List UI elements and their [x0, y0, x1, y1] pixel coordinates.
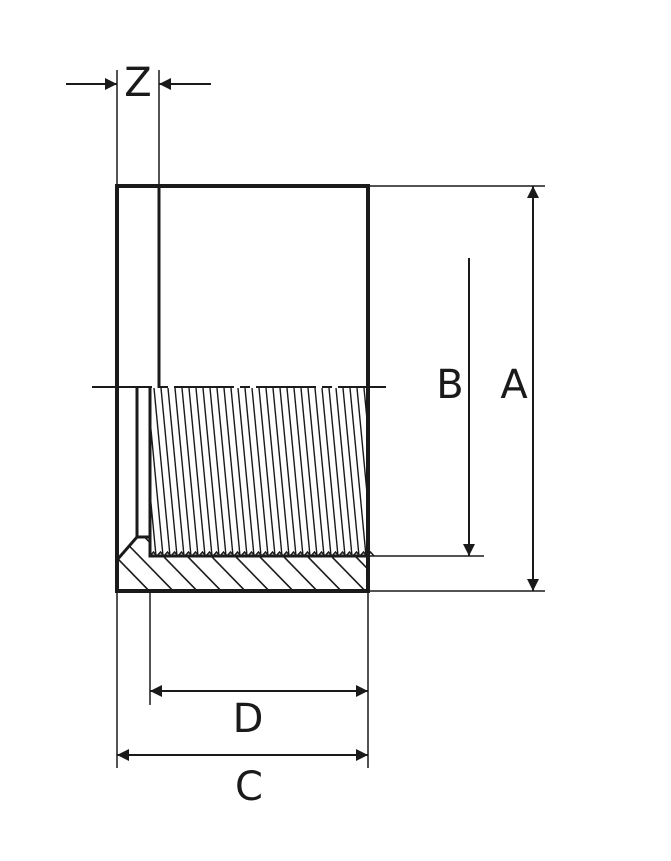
- thread-line: [363, 388, 368, 438]
- thread-line: [307, 388, 325, 556]
- label-c: C: [235, 764, 263, 810]
- section-hatch-line: [295, 537, 368, 591]
- thread-line: [230, 388, 248, 556]
- thread-line: [286, 388, 304, 556]
- extension-lines: [116, 70, 545, 768]
- thread-line: [223, 388, 241, 556]
- thread-line: [385, 388, 401, 556]
- thread-line: [237, 388, 255, 556]
- thread-line: [392, 388, 408, 556]
- thread-line: [335, 388, 353, 556]
- section-hatch-line: [117, 537, 183, 591]
- thread-line: [342, 388, 360, 556]
- thread-line: [399, 388, 415, 556]
- thread-line: [216, 388, 234, 556]
- thread-hatching: [150, 388, 415, 556]
- section-hatch-line: [175, 537, 255, 591]
- section-hatch-line: [392, 520, 470, 600]
- thread-line: [371, 388, 387, 556]
- section-hatch-line: [117, 537, 159, 591]
- section-hatch-line: [343, 537, 368, 591]
- thread-line: [181, 388, 199, 556]
- section-hatch-line: [247, 537, 327, 591]
- dimension-lines: [66, 78, 539, 761]
- thread-line: [160, 388, 178, 556]
- label-d: D: [233, 696, 264, 742]
- label-a: A: [500, 362, 528, 408]
- thread-line: [251, 388, 269, 556]
- thread-line: [258, 388, 276, 556]
- thread-line: [328, 388, 346, 556]
- thread-line: [300, 388, 318, 556]
- section-hatch-line: [127, 537, 207, 591]
- thread-line: [272, 388, 290, 556]
- thread-line: [279, 388, 297, 556]
- thread-line: [321, 388, 339, 556]
- thread-line: [293, 388, 311, 556]
- thread-line: [378, 388, 394, 556]
- thread-line: [356, 388, 368, 511]
- section-hatch-line: [223, 537, 303, 591]
- thread-line: [167, 388, 185, 556]
- section-hatch-line: [367, 537, 368, 591]
- section-hatch-line: [151, 537, 231, 591]
- thread-line: [195, 388, 213, 556]
- thread-line: [209, 388, 227, 556]
- thread-line: [150, 412, 164, 556]
- thread-line: [314, 388, 332, 556]
- thread-line: [244, 388, 262, 556]
- thread-line: [174, 388, 192, 556]
- thread-line: [150, 485, 157, 556]
- section-hatch-line: [319, 537, 368, 591]
- section-hatch-line: [271, 537, 351, 591]
- section-hatch-line: [199, 537, 279, 591]
- section-hatch-line: [416, 520, 494, 600]
- thread-line: [153, 388, 171, 556]
- thread-line: [349, 388, 367, 556]
- thread-line: [265, 388, 283, 556]
- thread-line: [202, 388, 220, 556]
- label-z: Z: [124, 60, 151, 106]
- label-b: B: [436, 362, 463, 408]
- bottom-hatching: [117, 520, 494, 600]
- thread-line: [188, 388, 206, 556]
